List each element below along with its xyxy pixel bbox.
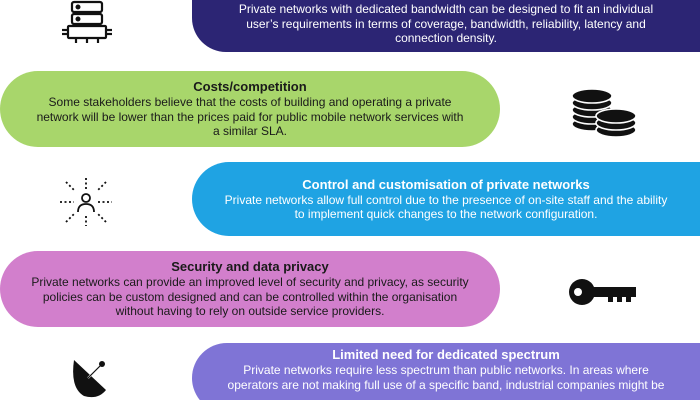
security-title: Security and data privacy [171, 259, 329, 275]
control-line-2: to implement quick changes to the networ… [294, 207, 598, 221]
spectrum-line-1: Private networks require less spectrum t… [243, 363, 649, 377]
costs-panel: Costs/competition Some stakeholders beli… [0, 71, 500, 147]
security-line-3: without having to rely on outside servic… [115, 304, 385, 319]
key-icon [569, 279, 636, 305]
control-title: Control and customisation of private net… [302, 176, 590, 192]
costs-line-3: a similar SLA. [212, 124, 288, 139]
spectrum-panel: Limited need for dedicated spectrum Priv… [192, 343, 700, 400]
spectrum-line-2: operators are not making full use of a s… [227, 377, 665, 392]
costs-line-1: Some stakeholders believe that the costs… [48, 95, 452, 110]
security-panel: Security and data privacy Private networ… [0, 251, 500, 327]
security-line-2: policies can be custom designed and can … [42, 289, 458, 304]
control-panel: Control and customisation of private net… [192, 162, 700, 236]
spectrum-title: Limited need for dedicated spectrum [332, 347, 560, 362]
costs-line-2: network will be lower than the prices pa… [36, 109, 464, 124]
control-line-1: Private networks allow full control due … [224, 192, 668, 207]
bandwidth-line-2: user’s requirements in terms of coverage… [246, 16, 646, 31]
bandwidth-line-1: Private networks with dedicated bandwidt… [238, 2, 654, 17]
costs-title: Costs/competition [193, 79, 307, 95]
coins-icon [571, 88, 637, 138]
bandwidth-panel: Private networks with dedicated bandwidt… [192, 0, 700, 52]
server-chip-icon [62, 0, 112, 43]
person-network-icon [60, 178, 112, 226]
security-line-1: Private networks can provide an improved… [31, 275, 469, 290]
satellite-dish-icon [73, 360, 106, 398]
bandwidth-line-3: connection density. [395, 31, 497, 46]
